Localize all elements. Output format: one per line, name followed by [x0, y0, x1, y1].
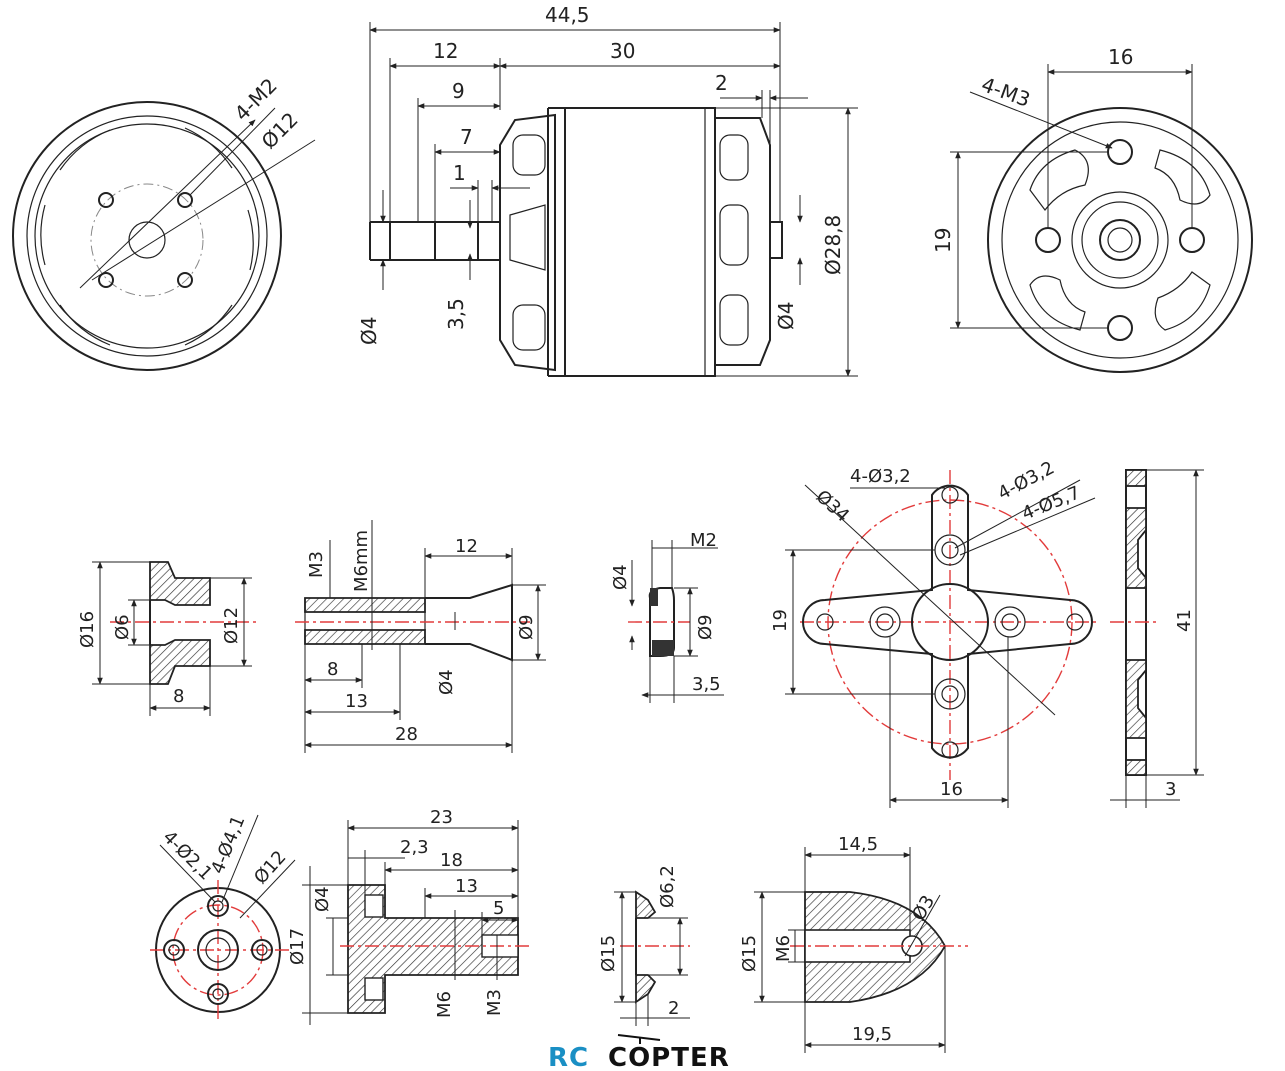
- prop-shaft: M3 M6mm 12 Ø9 8 13 28 Ø4: [295, 520, 546, 753]
- washer: Ø15 Ø6,2 2: [598, 865, 690, 1026]
- shaft-total-label: 28: [395, 724, 418, 745]
- front-dia-label: Ø12: [257, 107, 303, 153]
- total-length-label: 44,5: [545, 3, 590, 27]
- rear-shaft-dia-label: Ø4: [774, 302, 798, 330]
- motor-rear-view: 16 19 4-M3: [931, 45, 1253, 373]
- shaft-cone-dia-label: Ø9: [516, 614, 537, 640]
- logo-rc: RC: [548, 1043, 589, 1071]
- body-length-label: 30: [610, 39, 635, 63]
- spinner-thread-label: M6: [773, 935, 794, 962]
- flange-d5-label: 5: [493, 898, 504, 919]
- dim-9-label: 9: [452, 79, 465, 103]
- cone-right-dia-label: Ø12: [221, 607, 242, 644]
- shaft-bore-label: Ø4: [436, 669, 457, 695]
- washer-outer-label: Ø15: [598, 935, 619, 972]
- flange-d23-label: 2,3: [400, 837, 429, 858]
- washer-thick-label: 2: [668, 998, 679, 1019]
- dim-1-label: 1: [453, 161, 466, 185]
- spinner-total-label: 19,5: [852, 1024, 892, 1045]
- collar-screw-label: M2: [690, 530, 717, 551]
- flange-d13-label: 13: [455, 876, 478, 897]
- flange-m6-label: M6: [434, 991, 455, 1018]
- spinner-nut: 14,5 19,5 Ø15 M6 Ø3: [739, 834, 968, 1053]
- rear-height-label: 19: [931, 228, 955, 253]
- body-dia-label: Ø28,8: [821, 215, 845, 275]
- cone-outer-dia-label: Ø16: [77, 611, 98, 648]
- collar-outer-dia-label: Ø9: [695, 614, 716, 640]
- rear-width-label: 16: [1108, 45, 1133, 69]
- flange-total-label: 23: [430, 807, 453, 828]
- front-holes-label: 4-M2: [230, 73, 282, 125]
- shaft-seg1-label: 8: [327, 659, 338, 680]
- shaft-cone-len-label: 12: [455, 536, 478, 557]
- flange-shoulder-label: Ø4: [312, 886, 333, 912]
- cross-circle-label: Ø34: [812, 486, 854, 526]
- logo-copter: COPTER: [608, 1043, 730, 1071]
- shaft-length-label: 12: [433, 39, 458, 63]
- flange-m3-label: M3: [484, 989, 505, 1016]
- helicopter-icon: [617, 1034, 661, 1044]
- flange-adapter-side: 23 2,3 18 13 5 Ø17 Ø4 M6 M3: [287, 807, 530, 1025]
- cross-side-thick-label: 3: [1165, 779, 1176, 800]
- spinner-length-label: 14,5: [838, 834, 878, 855]
- shaft-m6-label: M6mm: [351, 530, 372, 592]
- washer-inner-label: Ø6,2: [657, 865, 678, 908]
- motor-front-view: 4-M2 Ø12: [12, 73, 316, 371]
- flange-holes-large-label: 4-Ø4,1: [207, 813, 249, 877]
- collar-width-label: 3,5: [692, 674, 721, 695]
- shaft-m3-label: M3: [306, 551, 327, 578]
- spinner-outer-label: Ø15: [739, 935, 760, 972]
- dim-2-label: 2: [715, 71, 728, 95]
- flange-holes-small-label: 4-Ø2,1: [158, 827, 216, 885]
- cross-height-label: 19: [770, 609, 791, 632]
- cross-width-label: 16: [940, 779, 963, 800]
- motor-side-view: 44,5 12 30 9 7 1 2 Ø4 3,5 Ø4: [357, 3, 858, 377]
- cross-mount: Ø34 4-Ø3,2 4-Ø3,2 4-Ø5,7 19 16 41 3: [770, 457, 1204, 808]
- dim-7-label: 7: [460, 125, 473, 149]
- collar-small-dia-label: Ø4: [610, 564, 631, 590]
- flange-pitch-label: Ø12: [250, 847, 290, 889]
- cone-length-label: 8: [173, 686, 184, 707]
- shaft-seg2-label: 13: [345, 691, 368, 712]
- front-shaft-dia-label: Ø4: [357, 317, 381, 345]
- flange-outer-label: Ø17: [287, 928, 308, 965]
- cross-holes-a-label: 4-Ø3,2: [850, 466, 911, 487]
- groove-label: 3,5: [444, 298, 468, 330]
- cone-inner-dia-label: Ø6: [112, 614, 133, 640]
- rc-copter-logo: RC COPTER: [548, 1034, 730, 1071]
- flange-d18-label: 18: [440, 850, 463, 871]
- collar: M2 Ø4 Ø9 3,5: [610, 530, 724, 703]
- cross-side-height-label: 41: [1174, 609, 1195, 632]
- flange-adapter-front: 4-Ø2,1 4-Ø4,1 Ø12: [150, 813, 296, 1022]
- cone-adapter: Ø16 Ø6 Ø12 8: [77, 561, 258, 716]
